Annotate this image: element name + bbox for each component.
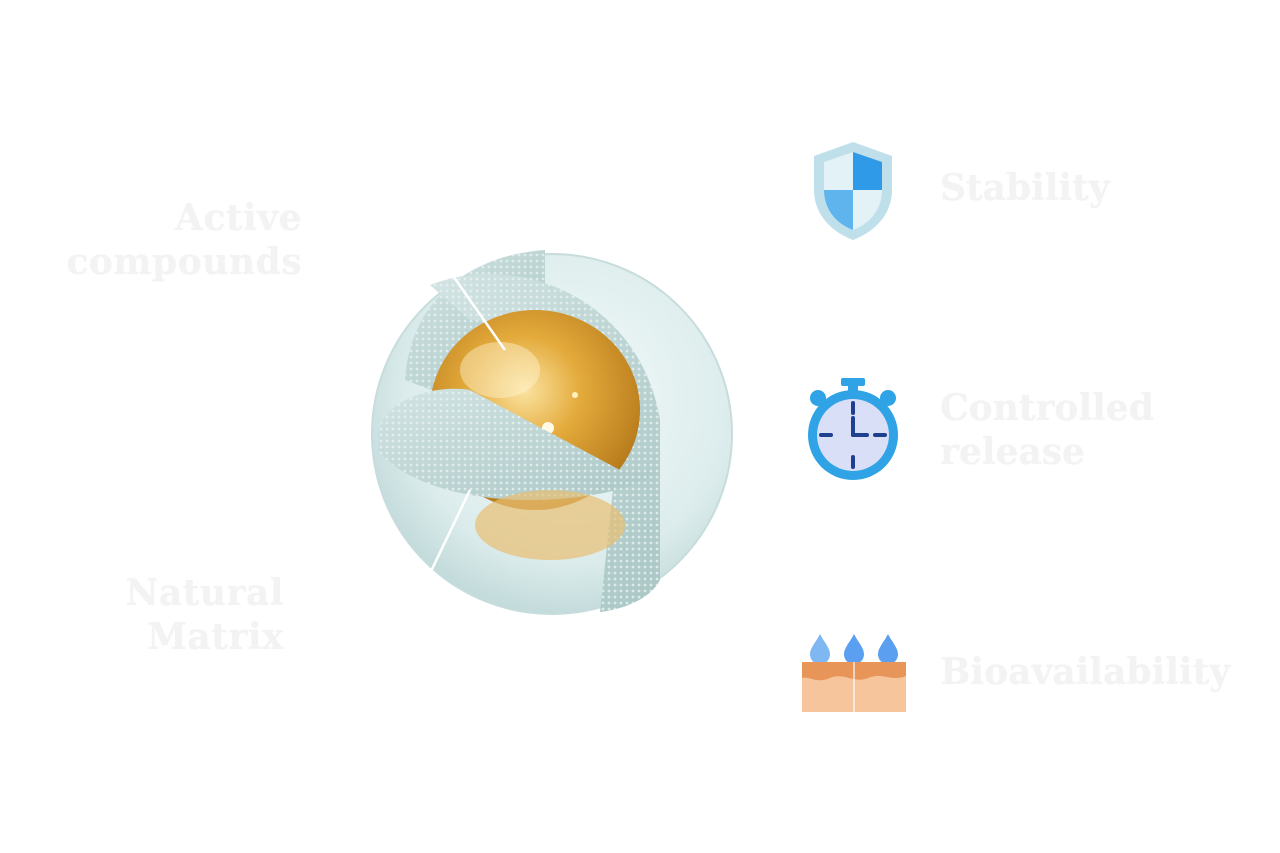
shield-icon (814, 142, 892, 240)
leader-line-matrix (300, 489, 472, 617)
leader-line-active (320, 241, 507, 351)
feature-controlled-line2: release (940, 431, 1085, 473)
label-active-line1: Active (175, 197, 302, 239)
feature-bioavailability-line1: Bioavailability (940, 651, 1231, 693)
feature-stability: Stability (940, 166, 1110, 210)
label-matrix-line1: Natural (125, 572, 284, 614)
feature-stability-line1: Stability (940, 167, 1110, 209)
skin-absorption-icon (802, 634, 906, 712)
feature-bioavailability: Bioavailability (940, 650, 1230, 694)
stopwatch-icon (808, 378, 898, 480)
feature-controlled-line1: Controlled (940, 387, 1154, 429)
label-active-compounds: Active compounds (60, 196, 302, 284)
feature-controlled-release: Controlled release (940, 386, 1154, 474)
label-active-line2: compounds (66, 241, 302, 283)
label-matrix-line2: Matrix (147, 616, 284, 658)
label-natural-matrix: Natural Matrix (100, 571, 284, 659)
